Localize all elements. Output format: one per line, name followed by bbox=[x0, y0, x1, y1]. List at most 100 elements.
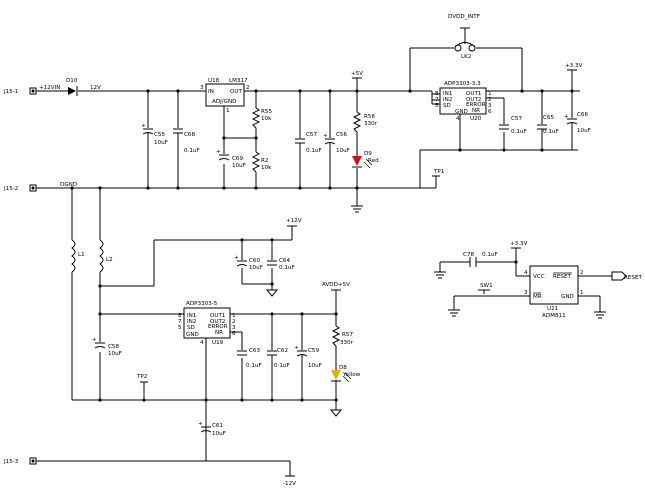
resistor-r56: R56 330r bbox=[352, 111, 378, 133]
u20-pin4: 4 bbox=[456, 116, 460, 122]
svg-text:+: + bbox=[141, 123, 146, 129]
u20-part: ADP3303-3.3 bbox=[444, 81, 481, 87]
j15-2-label: J15-2 bbox=[3, 186, 18, 192]
u19-pin-sd: SD bbox=[187, 325, 195, 331]
c61-ref: C61 bbox=[212, 423, 223, 429]
ground-c78 bbox=[434, 271, 446, 279]
c68-ref: C68 bbox=[184, 132, 195, 138]
r2-value: 10k bbox=[261, 165, 272, 171]
u20-pin-in1: IN1 bbox=[443, 91, 453, 97]
resistor-r2: R2 10k bbox=[251, 151, 272, 173]
u19-pin5: 5 bbox=[178, 325, 182, 331]
c55-ref: C55 bbox=[154, 132, 165, 138]
c59-ref: C59 bbox=[308, 348, 319, 354]
u20-adp3303-33: ADP3303-3.3 IN1 IN2 SD OUT1 OUT2 ERROR N… bbox=[432, 81, 492, 122]
svg-text:+: + bbox=[216, 149, 221, 155]
u20-pin6: 6 bbox=[488, 109, 492, 115]
cap-c61: + C61 10uF bbox=[198, 421, 226, 437]
cap-c64: C64 0.1uF bbox=[267, 258, 295, 271]
c62-ref: C62 bbox=[277, 348, 288, 354]
u20-ref: U20 bbox=[470, 116, 482, 122]
j15-1-label: J15-1 bbox=[3, 89, 19, 95]
net-reset-33v: +3.3V bbox=[510, 241, 528, 249]
net-neg12v: -12V bbox=[283, 475, 296, 487]
u18-pin3: 3 bbox=[200, 85, 204, 91]
c60-ref: C60 bbox=[249, 258, 260, 264]
u21-pin-reset: RESET bbox=[553, 274, 572, 280]
r56-value: 330r bbox=[364, 121, 378, 127]
c69-ref: C69 bbox=[232, 156, 243, 162]
ground-c64 bbox=[265, 289, 279, 297]
tp2-label: TP2 bbox=[136, 374, 147, 380]
c57b-value: 0.1uF bbox=[511, 129, 527, 135]
u19-pin6: 6 bbox=[232, 331, 236, 337]
u20-pin-out1: OUT1 bbox=[466, 91, 482, 97]
u18-pin-in: IN bbox=[208, 89, 214, 95]
connector-j15-2: J15-2 DGND bbox=[3, 182, 77, 192]
u21-pin1: 1 bbox=[580, 290, 584, 296]
u19-pin-in1: IN1 bbox=[187, 313, 197, 319]
reset-33v-label: +3.3V bbox=[510, 241, 528, 247]
testpoint-tp2: TP2 bbox=[136, 374, 148, 383]
c56-value: 10uF bbox=[336, 148, 350, 154]
rail-12v-label: 12V bbox=[90, 85, 101, 91]
u18-pin-out: OUT bbox=[230, 89, 242, 95]
c60-value: 10uF bbox=[249, 265, 263, 271]
c78-value: 0.1uF bbox=[482, 252, 498, 258]
d8-color: Yellow bbox=[342, 372, 361, 378]
ground-d8 bbox=[329, 409, 343, 417]
ground-u21 bbox=[594, 311, 606, 319]
led-d8: D8 Yellow bbox=[331, 365, 361, 383]
ground-sw1 bbox=[448, 309, 460, 317]
c57a-value: 0.1uF bbox=[306, 148, 322, 154]
u21-pin4: 4 bbox=[524, 270, 528, 276]
u19-pin7: 7 bbox=[178, 319, 182, 325]
svg-text:+: + bbox=[294, 345, 299, 351]
c66-ref: C66 bbox=[577, 112, 588, 118]
cap-c78: C78 0.1uF bbox=[463, 252, 498, 267]
net-avdd: AVDD+5V bbox=[322, 282, 350, 291]
svg-text:+: + bbox=[564, 114, 569, 120]
d10-label: D10 bbox=[66, 78, 78, 84]
c61-value: 10uF bbox=[212, 431, 226, 437]
cap-c60: + C60 10uF bbox=[234, 255, 263, 271]
lk2-label: LK2 bbox=[461, 54, 471, 60]
svg-text:+: + bbox=[323, 133, 328, 139]
c68-value: 0.1uF bbox=[184, 148, 200, 154]
u20-pin-out2: OUT2 bbox=[466, 97, 481, 103]
u21-adm811: VCC RESET MR GND U21 ADM811 4 2 3 1 bbox=[524, 265, 584, 319]
u19-adp3303-5: ADP3303-5 IN1 IN2 SD OUT1 OUT2 ERROR NR … bbox=[178, 301, 236, 346]
u19-pin-out1: OUT1 bbox=[210, 313, 226, 319]
u19-pin-gnd: GND bbox=[186, 332, 199, 338]
resistor-r55: R55 10k bbox=[251, 107, 272, 129]
net-33v: +3.3V bbox=[565, 63, 583, 91]
sw1-label: SW1 bbox=[480, 283, 493, 289]
cap-c57a: C57 0.1uF bbox=[295, 91, 322, 188]
connector-j15-3: J15-3 bbox=[3, 457, 37, 465]
u20-pin2: 2 bbox=[488, 97, 492, 103]
u18-pin2: 2 bbox=[246, 85, 250, 91]
c55-value: 10uF bbox=[154, 140, 168, 146]
connector-j15-1: J15-1 +12VIN bbox=[3, 85, 60, 95]
c63-value: 0.1uF bbox=[246, 363, 262, 369]
cap-c57b: C57 0.1uF bbox=[499, 116, 527, 135]
cap-c59: + C59 10uF bbox=[294, 314, 322, 400]
u21-part: ADM811 bbox=[542, 313, 566, 319]
d8-ref: D8 bbox=[339, 365, 347, 371]
c64-value: 0.1uF bbox=[279, 265, 295, 271]
r2-ref: R2 bbox=[261, 158, 268, 164]
u20-pin-in2: IN2 bbox=[443, 97, 452, 103]
cap-c65: C65 0.1uF bbox=[537, 91, 559, 150]
junctions bbox=[70, 89, 574, 402]
c58-value: 10uF bbox=[108, 351, 122, 357]
u18-part: LM317 bbox=[229, 78, 248, 84]
u20-pin-sd: SD bbox=[443, 103, 451, 109]
u21-pin-vcc: VCC bbox=[533, 274, 545, 280]
u19-pin-nr: NR bbox=[215, 330, 223, 336]
r55-value: 10k bbox=[261, 116, 272, 122]
u20-pin3: 3 bbox=[488, 103, 492, 109]
u18-pin-adj: ADJ/GND bbox=[212, 99, 237, 105]
c69-value: 10uF bbox=[232, 163, 246, 169]
tp1-label: TP1 bbox=[433, 169, 445, 175]
